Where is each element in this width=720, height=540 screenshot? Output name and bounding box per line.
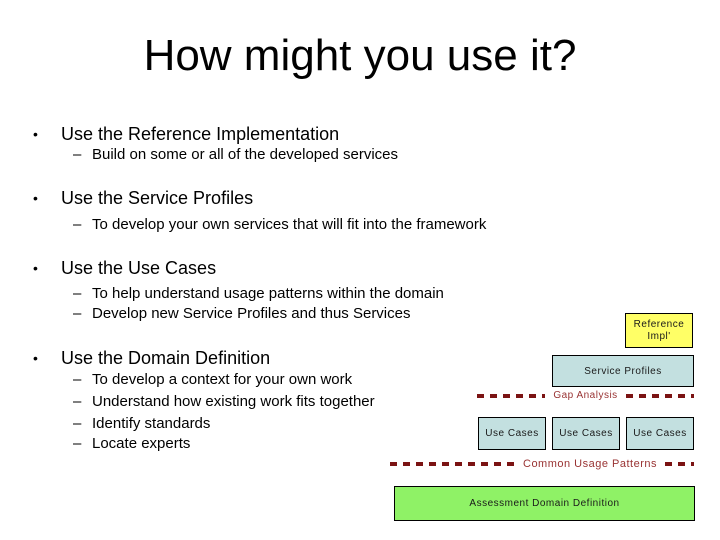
bullet-marker: • <box>33 126 38 142</box>
sub-bullet-text: Understand how existing work fits togeth… <box>92 393 375 410</box>
bullet-text: Use the Service Profiles <box>61 188 254 208</box>
sub-bullet-marker: – <box>73 371 82 388</box>
sub-bullet-text: To develop a context for your own work <box>92 371 353 388</box>
reference-impl-line2: Impl' <box>647 330 671 342</box>
bullet-item: • Use the Domain Definition <box>0 348 720 368</box>
bullet-marker: • <box>33 350 38 366</box>
sub-bullet-marker: – <box>73 285 82 302</box>
sub-bullet-marker: – <box>73 305 82 322</box>
bullet-marker: • <box>33 190 38 206</box>
sub-bullet-item: – To help understand usage patterns with… <box>0 285 720 302</box>
service-profiles-box: Service Profiles <box>552 355 694 387</box>
bullet-marker: • <box>33 260 38 276</box>
sub-bullet-marker: – <box>73 435 82 452</box>
use-cases-box: Use Cases <box>626 417 694 450</box>
sub-bullet-item: – Identify standards <box>0 415 720 432</box>
dashed-line-segment <box>665 461 694 466</box>
sub-bullet-text: To develop your own services that will f… <box>92 216 487 233</box>
bullet-item: • Use the Service Profiles <box>0 188 720 208</box>
slide-title: How might you use it? <box>143 31 577 80</box>
sub-bullet-marker: – <box>73 216 82 233</box>
sub-bullet-item: – Understand how existing work fits toge… <box>0 393 720 410</box>
reference-impl-line1: Reference <box>633 318 685 330</box>
assessment-domain-definition-box: Assessment Domain Definition <box>394 486 695 521</box>
sub-bullet-marker: – <box>73 146 82 163</box>
sub-bullet-item: – Build on some or all of the developed … <box>0 146 720 163</box>
sub-bullet-item: – To develop your own services that will… <box>0 216 720 233</box>
bullet-text: Use the Use Cases <box>61 258 217 278</box>
sub-bullet-text: Build on some or all of the developed se… <box>92 146 399 163</box>
use-cases-box: Use Cases <box>478 417 546 450</box>
sub-bullet-text: Develop new Service Profiles and thus Se… <box>92 305 411 322</box>
bullet-text: Use the Domain Definition <box>61 348 271 368</box>
dashed-line-segment <box>390 461 515 466</box>
sub-bullet-text: Locate experts <box>92 435 191 452</box>
sub-bullet-text: To help understand usage patterns within… <box>92 285 444 302</box>
gap-analysis-divider: Gap Analysis <box>477 389 694 402</box>
bullet-item: • Use the Use Cases <box>0 258 720 278</box>
sub-bullet-marker: – <box>73 393 82 410</box>
sub-bullet-item: – Develop new Service Profiles and thus … <box>0 305 720 322</box>
dashed-line-segment <box>477 393 546 398</box>
common-usage-label: Common Usage Patterns <box>523 457 657 470</box>
bullet-text: Use the Reference Implementation <box>61 124 340 144</box>
use-cases-box: Use Cases <box>552 417 620 450</box>
sub-bullet-item: – Locate experts <box>0 435 720 452</box>
sub-bullet-text: Identify standards <box>92 415 211 432</box>
dashed-line-segment <box>625 393 694 398</box>
sub-bullet-item: – To develop a context for your own work <box>0 371 720 388</box>
reference-impl-box: Reference Impl' <box>625 313 693 348</box>
sub-bullet-marker: – <box>73 415 82 432</box>
gap-analysis-label: Gap Analysis <box>553 390 618 401</box>
bullet-item: • Use the Reference Implementation <box>0 124 720 144</box>
common-usage-divider: Common Usage Patterns <box>390 457 694 470</box>
